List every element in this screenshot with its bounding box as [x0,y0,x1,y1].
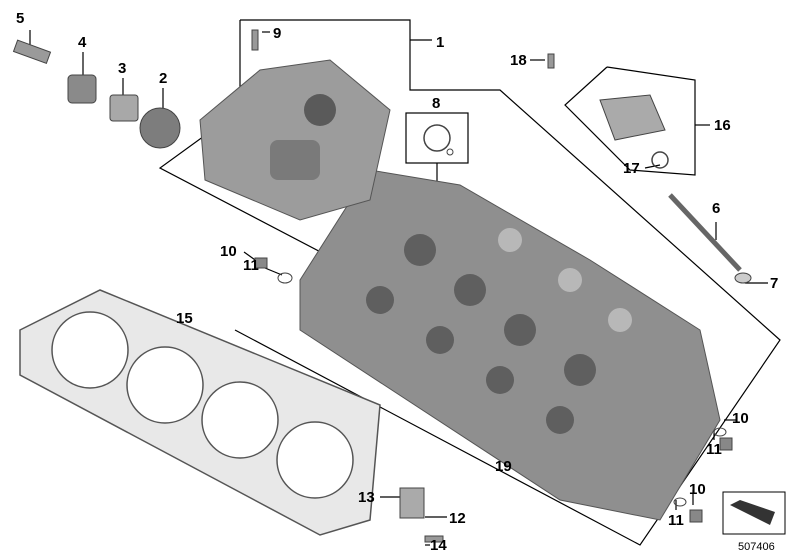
callout-13: 13 [358,489,375,506]
reference-number: 507406 [738,541,775,553]
callout-9: 9 [273,25,282,42]
callout-5: 5 [16,10,25,27]
callout-11c: 11 [668,512,684,529]
callout-11a: 11 [243,257,259,274]
callout-19: 19 [495,458,512,475]
leader-lines [29,19,781,546]
callout-16: 16 [714,117,731,134]
callout-4: 4 [78,34,87,51]
callout-18: 18 [510,52,527,69]
callout-7: 7 [770,275,779,292]
small-parts [12,29,752,543]
callout-1: 1 [436,34,445,51]
callout-3: 3 [118,60,127,77]
callout-10c: 10 [689,481,706,498]
callout-15: 15 [176,310,193,327]
camshaft-housing [199,59,391,221]
orientation-icon [722,491,786,535]
head-gasket [19,289,381,536]
callout-8: 8 [432,95,441,112]
callout-11b: 11 [706,441,722,458]
callout-6: 6 [712,200,721,217]
callout-17: 17 [623,160,640,177]
callout-10a: 10 [220,243,237,260]
callout-2: 2 [159,70,168,87]
callout-10b: 10 [732,410,749,427]
cylinder-head [299,169,721,521]
callout-14: 14 [430,537,447,554]
callout-12: 12 [449,510,466,527]
